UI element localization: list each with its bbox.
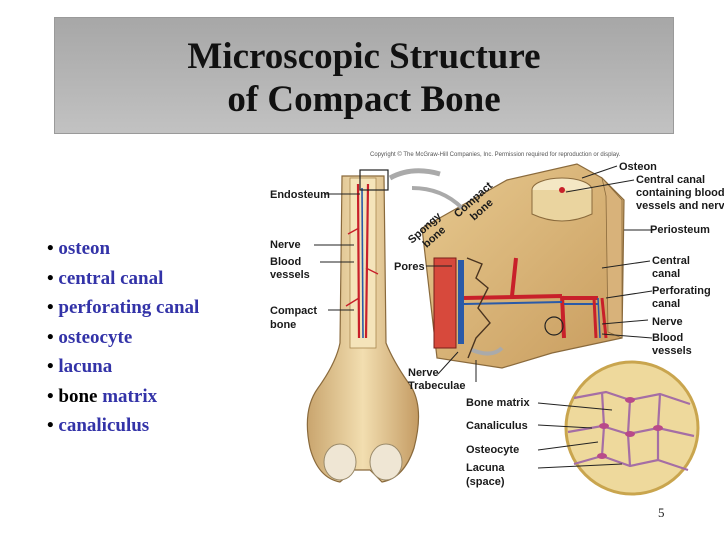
label-periosteum: Periosteum xyxy=(650,224,710,236)
label-central-canal-right-2: canal xyxy=(652,268,680,280)
term-central-canal: central canal xyxy=(58,267,164,289)
label-blood-vessels-left-2: vessels xyxy=(270,269,310,281)
term-osteon: osteon xyxy=(58,238,111,259)
slide-title-line-1: Microscopic Structure xyxy=(187,36,541,77)
label-pores: Pores xyxy=(394,261,425,273)
magnified-matrix-circle xyxy=(564,360,700,496)
bone-structure-figure: Copyright © The McGraw-Hill Companies, I… xyxy=(270,151,724,496)
label-osteocyte: Osteocyte xyxy=(466,444,519,456)
label-trabeculae: Trabeculae xyxy=(408,380,465,392)
term-lacuna: lacuna xyxy=(58,356,113,377)
label-central-canal-1: Central canal xyxy=(636,174,705,186)
list-item: • bone matrix xyxy=(47,385,158,407)
list-item: • perforating canal xyxy=(47,297,200,318)
label-canaliculus: Canaliculus xyxy=(466,420,528,432)
long-bone-illustration xyxy=(306,168,441,483)
term-osteocyte: osteocyte xyxy=(58,326,133,348)
term-perforating-canal: perforating canal xyxy=(58,297,200,318)
label-perforating-canal-1: Perforating xyxy=(652,285,711,297)
term-list: • osteon • central canal • perforating c… xyxy=(47,234,199,441)
label-lacuna-space: (space) xyxy=(466,476,505,488)
label-blood-vessels-right-1: Blood xyxy=(652,332,683,344)
slide-title-line-2: of Compact Bone xyxy=(227,78,501,120)
label-compact-bone-2: bone xyxy=(270,319,296,331)
bone-prefix: bone xyxy=(58,385,103,407)
term-canaliculus: canaliculus xyxy=(58,415,150,436)
label-perforating-canal-2: canal xyxy=(652,298,680,310)
label-nerve-mid: Nerve xyxy=(408,367,439,379)
label-compact-bone-1: Compact xyxy=(270,305,317,317)
list-item: • canaliculus xyxy=(47,415,150,436)
list-item: • lacuna xyxy=(47,356,113,377)
term-matrix: matrix xyxy=(102,385,158,407)
copyright-notice: Copyright © The McGraw-Hill Companies, I… xyxy=(370,151,621,158)
label-blood-vessels-right-2: vessels xyxy=(652,345,692,357)
title-banner: Microscopic Structure of Compact Bone xyxy=(54,17,674,134)
label-central-canal-2: containing blood xyxy=(636,187,724,199)
label-endosteum: Endosteum xyxy=(270,189,330,201)
label-nerve-right: Nerve xyxy=(652,316,683,328)
label-central-canal-right-1: Central xyxy=(652,255,690,267)
list-item: • osteocyte xyxy=(47,326,133,348)
label-osteon: Osteon xyxy=(619,161,657,173)
label-bone-matrix: Bone matrix xyxy=(466,397,530,409)
label-lacuna: Lacuna xyxy=(466,462,505,474)
compact-bone-wedge xyxy=(411,163,625,369)
page-number: 5 xyxy=(658,505,665,520)
list-item: • osteon xyxy=(47,238,111,259)
leader-lines xyxy=(314,165,654,469)
label-nerve-left: Nerve xyxy=(270,239,301,251)
label-central-canal-3: vessels and nerves xyxy=(636,200,724,212)
list-item: • central canal xyxy=(47,267,164,289)
label-blood-vessels-left-1: Blood xyxy=(270,256,301,268)
